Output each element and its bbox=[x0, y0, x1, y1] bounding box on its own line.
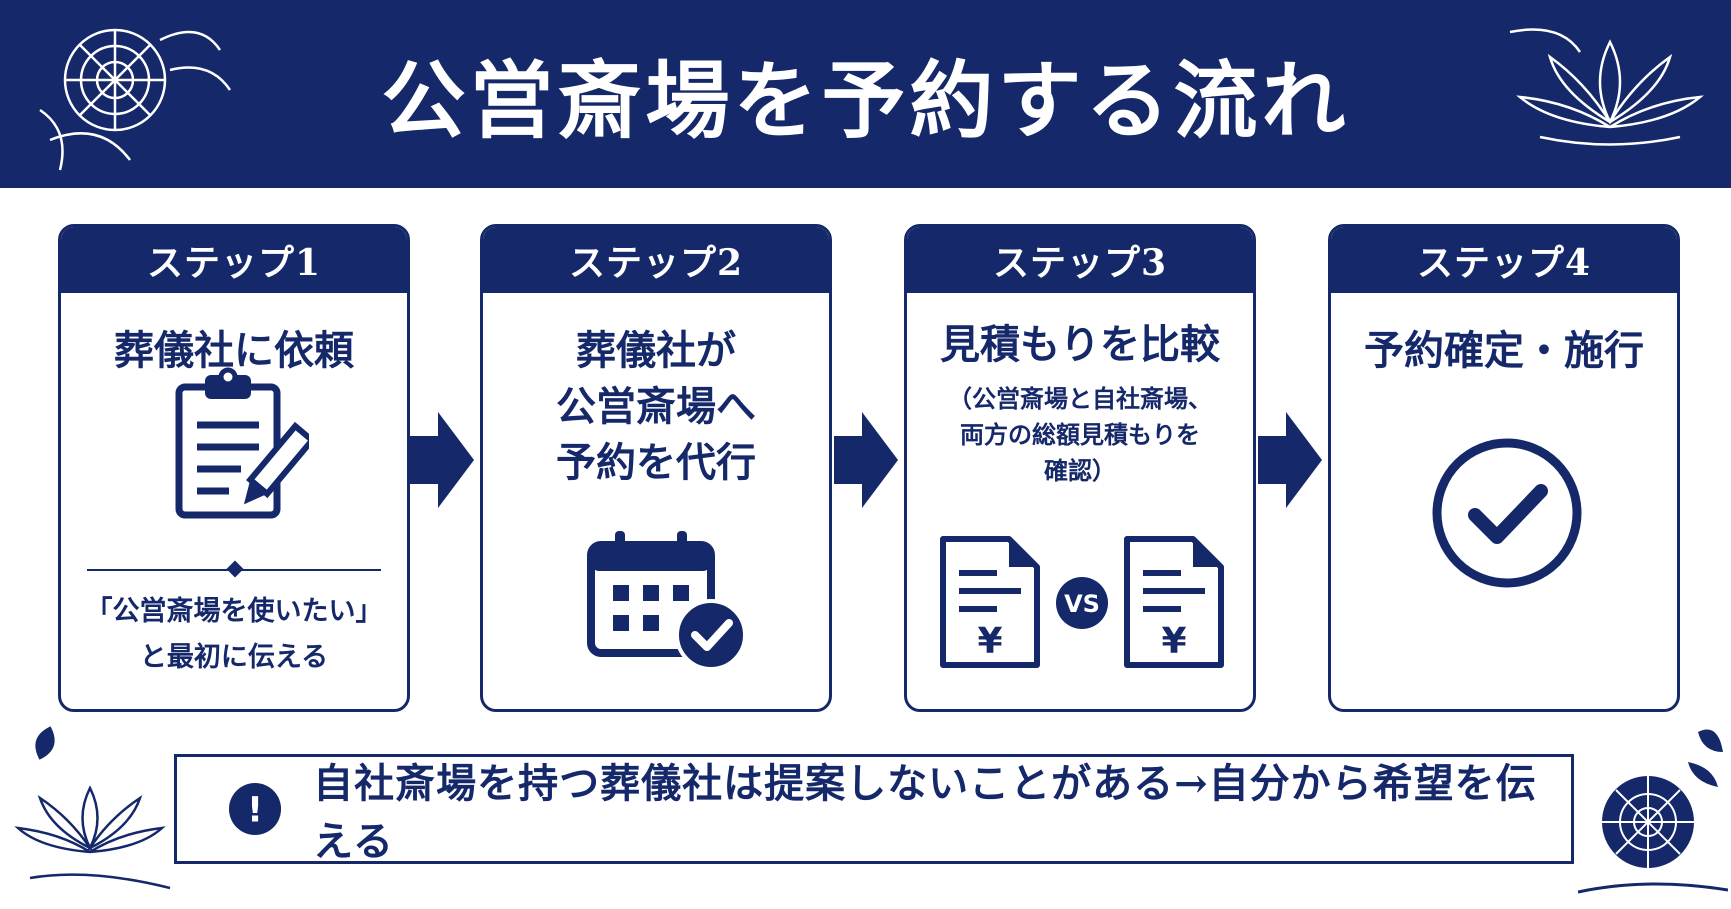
page-title: 公営斎場を予約する流れ bbox=[381, 50, 1350, 150]
step-note: 「公営斎場を使いたい」 と最初に伝える bbox=[85, 596, 383, 673]
exclamation-icon: ! bbox=[229, 782, 282, 836]
step-sub: （公営斎場と自社斎場、 両方の総額見積もりを 確認） bbox=[948, 384, 1212, 485]
notice-text: 自社斎場を持つ葬儀社は提案しないことがある→自分から希望を伝える bbox=[313, 760, 1537, 865]
header-banner bbox=[0, 0, 1731, 188]
vs-label: VS bbox=[1064, 590, 1100, 618]
step-title: 予約確定・施行 bbox=[1364, 327, 1644, 374]
step-card-1: ステップ1 葬儀社に依頼 「公営斎場を使いたい」 と最初に伝える bbox=[58, 224, 410, 712]
clipboard-pencil-icon bbox=[175, 367, 309, 519]
step-title: 葬儀社が 公営斎場へ 予約を代行 bbox=[556, 327, 756, 486]
yen-symbol: ¥ bbox=[977, 621, 1002, 662]
arrow-right-icon bbox=[1258, 412, 1322, 508]
exclamation-mark: ! bbox=[247, 791, 263, 831]
chrysanthemum-decoration-bottom-right bbox=[1578, 729, 1728, 894]
step-label: ステップ1 bbox=[61, 227, 407, 293]
lotus-decoration-bottom-left bbox=[14, 726, 171, 890]
lotus-decoration-top-right bbox=[1509, 28, 1704, 146]
step-card-2: ステップ2 葬儀社が 公営斎場へ 予約を代行 bbox=[480, 224, 832, 712]
arrow-right-icon bbox=[410, 412, 474, 508]
arrow-right-icon bbox=[834, 412, 898, 508]
notice-box: ! 自社斎場を持つ葬儀社は提案しないことがある→自分から希望を伝える bbox=[174, 754, 1574, 865]
step-title: 見積もりを比較 bbox=[940, 321, 1220, 368]
yen-symbol: ¥ bbox=[1161, 621, 1186, 662]
step-title: 葬儀社に依頼 bbox=[114, 327, 354, 374]
quote-documents-icon: ¥ VS ¥ bbox=[940, 536, 1224, 668]
step-card-4: ステップ4 予約確定・施行 bbox=[1328, 224, 1680, 712]
step-label: ステップ2 bbox=[483, 227, 829, 293]
check-circle-icon bbox=[1432, 438, 1582, 588]
step-label: ステップ3 bbox=[907, 227, 1253, 293]
divider-diamond bbox=[226, 560, 244, 578]
calendar-check-icon bbox=[587, 531, 747, 671]
step-card-3: ステップ3 見積もりを比較 （公営斎場と自社斎場、 両方の総額見積もりを 確認）… bbox=[904, 224, 1256, 712]
chrysanthemum-decoration-top-left bbox=[39, 28, 232, 171]
step-label: ステップ4 bbox=[1331, 227, 1677, 293]
